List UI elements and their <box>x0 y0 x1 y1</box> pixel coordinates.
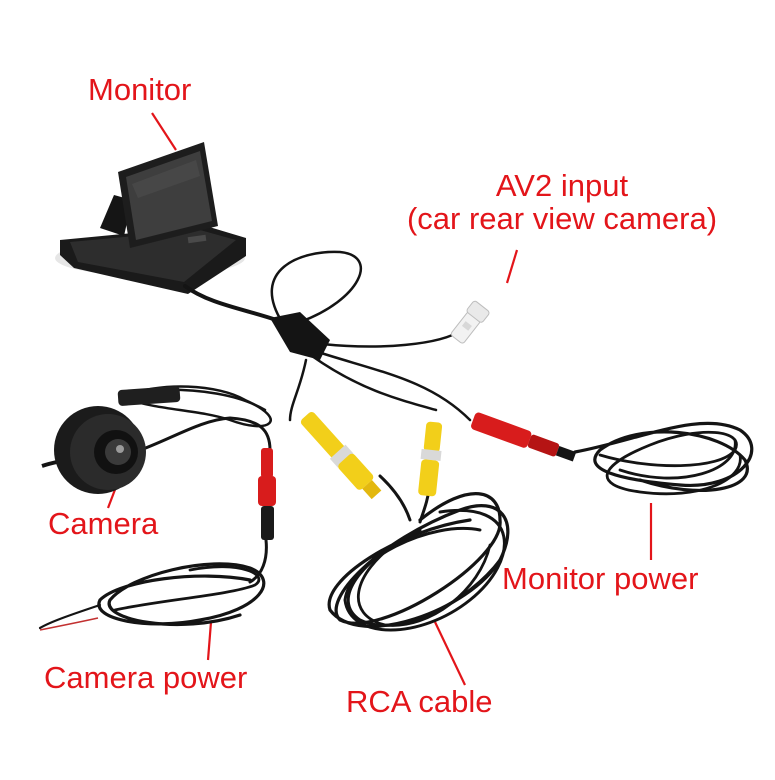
label-monitor-power: Monitor power <box>502 561 699 596</box>
rca-yellow-plug-right <box>418 421 443 497</box>
splitter <box>270 312 330 360</box>
label-camera: Camera <box>48 506 159 541</box>
pointer-monitor <box>151 112 177 151</box>
camera-power-red-plug <box>258 448 276 540</box>
av2-white-plug <box>450 300 490 344</box>
inline-connector <box>117 386 181 406</box>
camera <box>41 406 146 494</box>
label-rca-cable: RCA cable <box>346 684 493 719</box>
label-av2-line1: AV2 input <box>495 168 629 203</box>
monitor-power-red-plug <box>471 412 577 462</box>
cables <box>38 250 754 632</box>
label-av2-input: AV2 input (car rear view camera) <box>392 168 732 236</box>
label-camera-power: Camera power <box>44 660 248 695</box>
pointer-lines <box>106 112 653 686</box>
pointer-av2 <box>505 249 519 284</box>
monitor <box>55 142 246 294</box>
rca-yellow-plug-left <box>300 411 382 500</box>
label-av2-line2: (car rear view camera) <box>406 200 718 236</box>
pointer-rca-cable <box>434 621 466 686</box>
label-monitor: Monitor <box>88 72 192 107</box>
pointer-camera-power <box>206 621 213 661</box>
